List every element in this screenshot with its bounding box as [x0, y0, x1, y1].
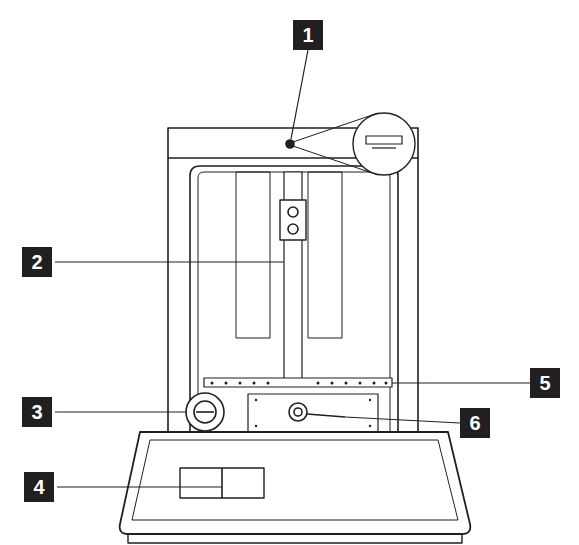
salt-cap	[186, 393, 224, 431]
callout-number: 6	[460, 408, 490, 438]
nozzle-block	[280, 200, 306, 240]
rack-panel	[308, 172, 342, 338]
callout-number: 2	[22, 247, 52, 277]
zoom-circle	[353, 113, 415, 175]
callout-number: 1	[293, 20, 323, 50]
leader-line	[392, 382, 530, 383]
sensor-dot	[286, 140, 294, 148]
tub-outline	[190, 166, 398, 432]
door	[120, 432, 471, 534]
leader-line	[291, 50, 308, 139]
filter-center	[294, 408, 302, 416]
spray-bar	[204, 378, 392, 387]
tub-inner	[198, 172, 390, 432]
door-inner	[132, 440, 458, 520]
callout-number: 5	[530, 368, 560, 398]
salt-cap	[194, 401, 216, 423]
leader-line	[57, 486, 222, 487]
zoom-detail	[372, 147, 396, 148]
filter-arm	[307, 414, 345, 417]
detergent-divider	[221, 468, 223, 498]
callout-number: 4	[24, 472, 54, 502]
salt-cap	[196, 411, 214, 413]
door-base	[128, 534, 462, 543]
filter-plate	[248, 394, 378, 432]
detergent-compartment	[180, 468, 264, 498]
zoom-detail	[366, 136, 402, 144]
filter-center	[289, 403, 307, 421]
leader-line	[345, 417, 460, 423]
nozzle	[288, 207, 298, 217]
leader-line	[55, 261, 284, 262]
nozzle	[288, 224, 298, 234]
callout-number: 3	[22, 397, 52, 427]
leader-line	[55, 411, 186, 412]
rack-panel	[236, 172, 270, 338]
